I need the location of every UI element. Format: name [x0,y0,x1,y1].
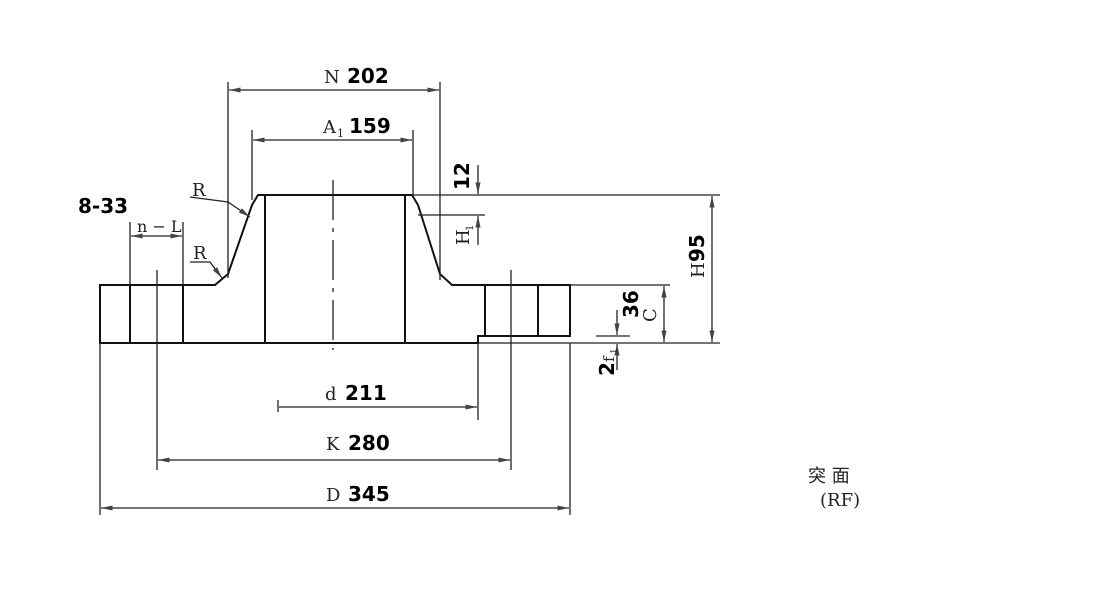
d-prefix-label: d [325,384,337,405]
h1-sub-label: 1 [465,225,476,231]
f1-sub-label: 1 [610,348,620,354]
dd-value-label: 345 [348,482,390,506]
f1-prefix-label: f [600,355,618,362]
bolt-value-label: 8-33 [78,194,128,218]
outline [100,194,720,344]
f1-value-label: 2 [595,362,619,376]
k-prefix-label: K [326,434,340,455]
h-prefix-label: H [688,262,709,278]
h-value-label: 95 [685,234,709,262]
c-value-label: 36 [619,290,643,318]
bolt-prefix-label: n − L [137,217,182,236]
extension-lines [99,82,571,515]
h1-prefix-label: H [453,229,474,245]
n-prefix-label: N [324,67,340,88]
center-lines [156,180,512,470]
r-upper-label: R [192,180,206,201]
face-type-abbr-label: (RF) [820,490,860,511]
section-right [404,194,571,344]
dimension-lines [101,87,715,511]
dd-prefix-label: D [326,485,340,506]
face-type-label: 突 面 [808,466,850,487]
h1-value-label: 12 [450,162,474,190]
a1-value-label: 159 [349,114,391,138]
k-value-label: 280 [348,431,390,455]
r-lower-label: R [193,243,207,264]
n-value-label: 202 [347,64,389,88]
a1-sub-label: 1 [337,127,344,140]
c-prefix-label: C [640,308,661,322]
d-value-label: 211 [345,381,387,405]
a1-prefix-label: A [322,117,337,138]
